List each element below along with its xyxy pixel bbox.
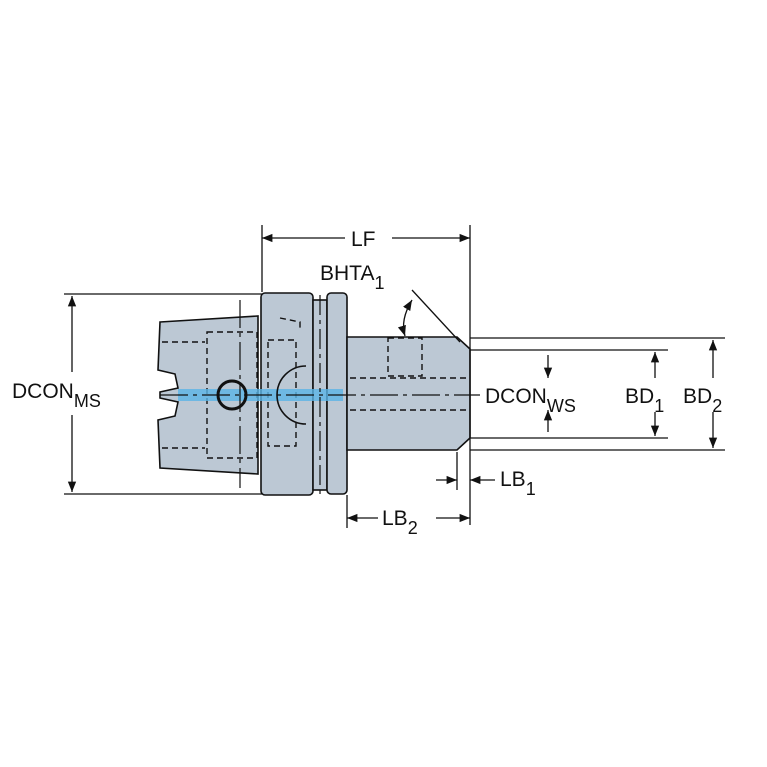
dimension-lines: [64, 225, 725, 528]
lb1-label: LB1: [500, 468, 536, 499]
bd2-label: BD2: [683, 385, 722, 416]
body-shank: [346, 336, 471, 451]
lb2-label: LB2: [382, 507, 418, 538]
lf-label: LF: [351, 228, 376, 251]
center-lines: [160, 295, 480, 495]
bhta-label: BHTA1: [320, 262, 384, 293]
bd1-label: BD1: [625, 385, 664, 416]
dcon-ws-label: DCONWS: [485, 385, 576, 416]
dcon-ms-label: DCONMS: [12, 380, 101, 411]
